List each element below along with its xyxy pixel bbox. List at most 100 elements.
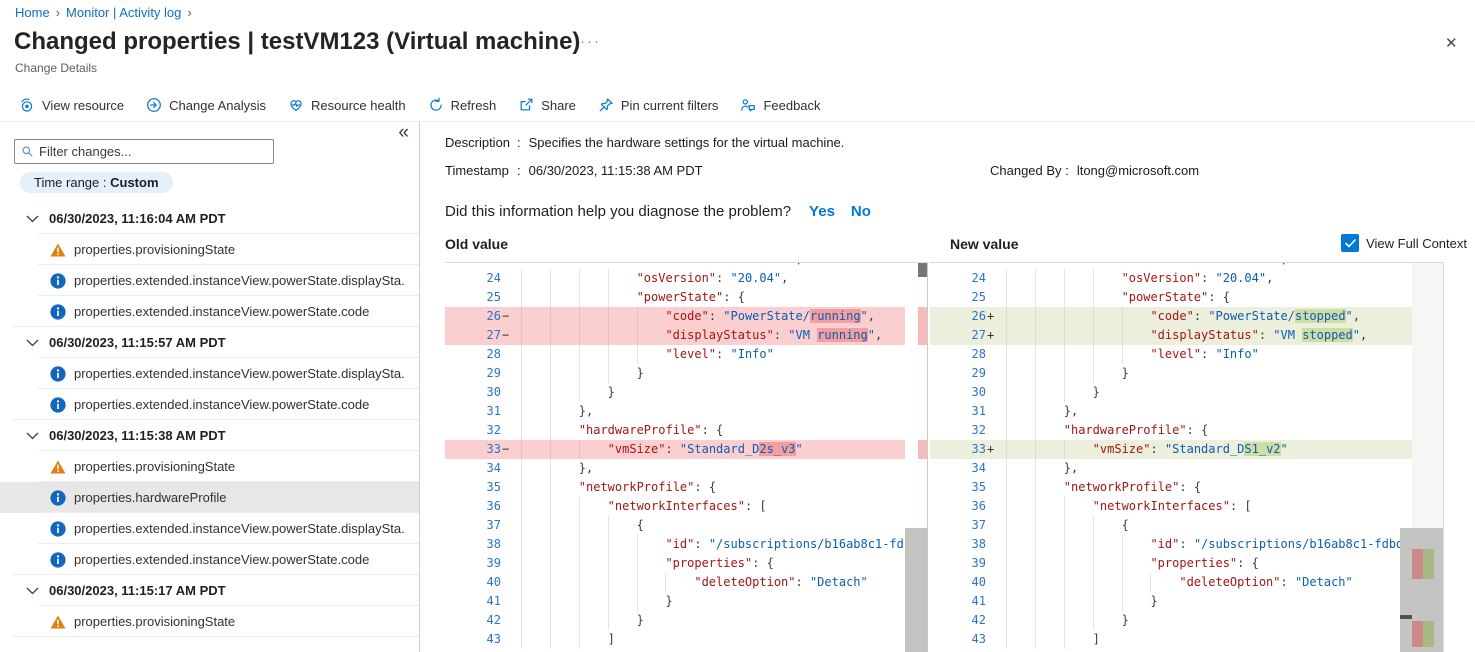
old-scrollbar-bottom[interactable] (905, 528, 927, 652)
change-item[interactable]: properties.provisioningState (0, 234, 419, 265)
change-item-selected[interactable]: properties.hardwareProfile (0, 482, 419, 513)
line-number: 34 (971, 461, 986, 475)
change-item[interactable]: properties.extended.instanceView.powerSt… (0, 544, 419, 575)
old-scrollbar-thumb[interactable] (918, 263, 927, 277)
checkbox-checked-icon[interactable] (1341, 234, 1360, 252)
code-text: "osVersion": "20.04", (1006, 269, 1412, 288)
toolbar-button-label: Pin current filters (620, 97, 719, 113)
change-item[interactable]: properties.extended.instanceView.powerSt… (0, 265, 419, 296)
yes-button[interactable]: Yes (809, 203, 835, 220)
time-range-filter-chip[interactable]: Time range : Custom (20, 172, 173, 193)
old-removed-marker (918, 307, 927, 345)
changed-by-label: Changed By (990, 163, 1062, 178)
minimap-added-marker (1423, 621, 1434, 647)
indent-guide (578, 554, 608, 573)
old-value-code: ,24"osVersion": "20.04",25"powerState": … (445, 263, 905, 649)
indent-guide (578, 497, 608, 516)
diff-marker (986, 383, 1006, 402)
indent-guide (521, 573, 550, 592)
line-number: 33 (486, 442, 501, 456)
toolbar-button-pin-current-filters[interactable]: Pin current filters (587, 90, 730, 120)
code-text: "level": "Info" (521, 345, 905, 364)
diff-line: 35"networkProfile": { (930, 478, 1412, 497)
change-group-header[interactable]: 06/30/2023, 11:15:17 AM PDT (0, 575, 419, 606)
code-text: "id": "/subscriptions/b16ab8c1-fdbd-4 (521, 535, 905, 554)
code-text: "networkProfile": { (1006, 478, 1412, 497)
change-item[interactable]: properties.extended.instanceView.powerSt… (0, 513, 419, 544)
indent-guide (521, 592, 550, 611)
toolbar-button-change-analysis[interactable]: Change Analysis (135, 90, 277, 120)
change-group-header[interactable]: 06/30/2023, 11:15:38 AM PDT (0, 420, 419, 451)
row-divider (38, 264, 419, 265)
toolbar-button-refresh[interactable]: Refresh (417, 90, 508, 120)
indent-guide (1034, 345, 1064, 364)
diff-marker (986, 402, 1006, 421)
indent-guide (1121, 535, 1151, 554)
toolbar-button-view-resource[interactable]: View resource (8, 90, 135, 120)
diff-line: 42} (930, 611, 1412, 630)
line-number: 36 (971, 499, 986, 513)
code-text: }, (1006, 459, 1412, 478)
change-item[interactable]: properties.extended.instanceView.powerSt… (0, 296, 419, 327)
diff-line: 34}, (930, 459, 1412, 478)
diff-marker (986, 573, 1006, 592)
toolbar-button-share[interactable]: Share (507, 90, 587, 120)
change-item[interactable]: properties.provisioningState (0, 451, 419, 482)
diff-line: 30} (445, 383, 905, 402)
command-bar-divider (0, 121, 1475, 122)
line-number: 41 (486, 594, 501, 608)
close-icon[interactable]: ✕ (1445, 35, 1458, 52)
changes-list: 06/30/2023, 11:16:04 AM PDT properties.pr… (0, 203, 419, 637)
code-text: }, (521, 402, 905, 421)
diff-line: , (930, 263, 1412, 269)
collapse-sidebar-icon[interactable]: « (398, 122, 409, 143)
change-group-header[interactable]: 06/30/2023, 11:16:04 AM PDT (0, 203, 419, 234)
change-item[interactable]: properties.provisioningState (0, 606, 419, 637)
toolbar-button-resource-health[interactable]: Resource health (277, 90, 417, 120)
change-item[interactable]: properties.extended.instanceView.powerSt… (0, 389, 419, 420)
diff-marker (501, 554, 521, 573)
change-group-header[interactable]: 06/30/2023, 11:15:57 AM PDT (0, 327, 419, 358)
line-number: 38 (486, 537, 501, 551)
diff-line: 30} (930, 383, 1412, 402)
diff-line: , (445, 263, 905, 269)
indent-guide (1006, 326, 1035, 345)
code-text: ] (521, 630, 905, 649)
breadcrumb-link-activity-log[interactable]: Monitor | Activity log (66, 5, 182, 20)
chevron-down-icon (26, 215, 39, 223)
line-number: 35 (486, 480, 501, 494)
info-icon (50, 365, 66, 382)
indent-guide (1121, 592, 1151, 611)
chevron-down-icon (26, 587, 39, 595)
line-number: 42 (971, 613, 986, 627)
description-row: Description:Specifies the hardware setti… (445, 135, 844, 150)
change-item-label: properties.extended.instanceView.powerSt… (74, 552, 370, 567)
change-group-date: 06/30/2023, 11:16:04 AM PDT (49, 211, 226, 226)
indent-guide (1034, 440, 1064, 459)
view-full-context-toggle[interactable]: View Full Context (1341, 234, 1467, 252)
indent-guide (636, 345, 666, 364)
more-options-icon[interactable]: ··· (580, 33, 601, 50)
indent-guide (549, 307, 579, 326)
breadcrumb-link-home[interactable]: Home (15, 5, 50, 20)
changed-by-value: ltong@microsoft.com (1076, 163, 1200, 178)
diff-marker (501, 288, 521, 307)
description-label: Description (445, 135, 511, 150)
description-value: Specifies the hardware settings for the … (528, 135, 845, 150)
indent-guide (521, 440, 550, 459)
change-analysis-icon (146, 97, 162, 113)
diff-line: 43] (930, 630, 1412, 649)
horizontal-scrollbar-thumb[interactable] (1400, 615, 1412, 619)
toolbar-button-feedback[interactable]: Feedback (729, 90, 831, 120)
indent-guide (1092, 307, 1122, 326)
indent-guide (549, 326, 579, 345)
row-divider (38, 295, 419, 296)
diff-marker: + (987, 442, 995, 456)
timestamp-row: Timestamp:06/30/2023, 11:15:38 AM PDT Ch… (445, 163, 1445, 178)
no-button[interactable]: No (850, 203, 871, 220)
indent-guide (636, 573, 666, 592)
indent-guide (521, 402, 550, 421)
change-item[interactable]: properties.extended.instanceView.powerSt… (0, 358, 419, 389)
filter-changes-input[interactable] (39, 144, 267, 159)
